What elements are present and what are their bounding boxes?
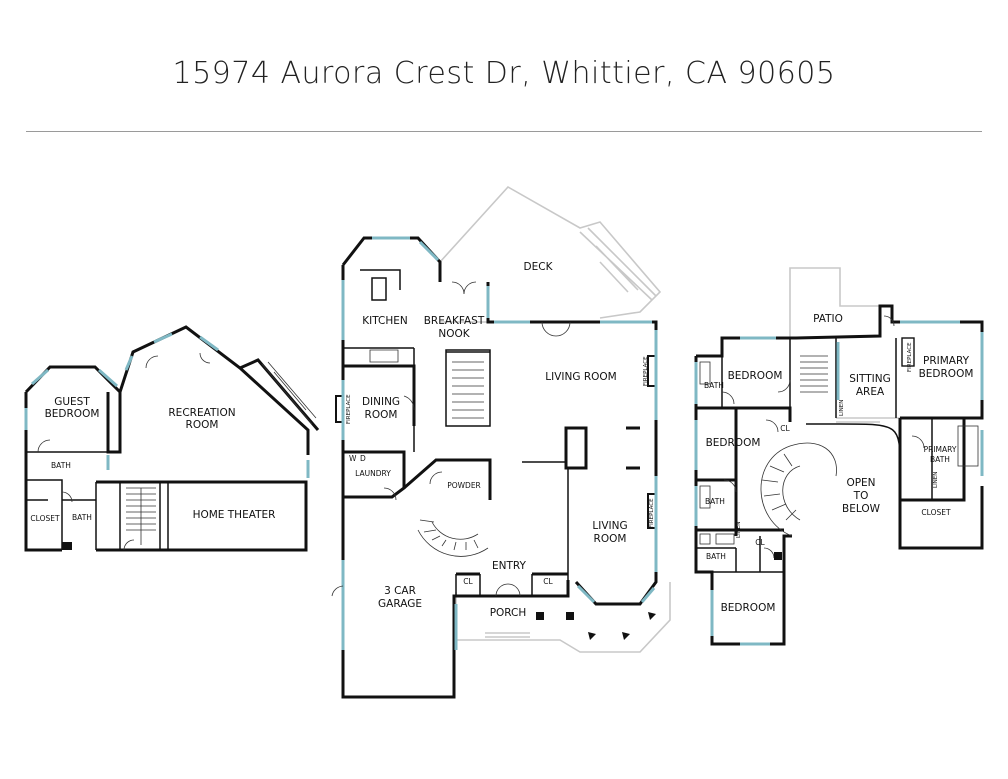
label-fireplace-dining: FIREPLACE [346,394,352,424]
label-bedroom-upper-1: BEDROOM [728,370,783,382]
label-fireplace-primary: FIREPLACE [907,342,913,372]
label-linen-sitting: LINEN [839,400,845,416]
label-fireplace-living-lower: FIREPLACE [649,498,655,528]
label-kitchen: KITCHEN [362,315,408,327]
label-deck: DECK [524,261,554,273]
label-bath-upper-3: BATH [706,552,726,561]
label-living-room-upper: LIVING ROOM [545,371,616,383]
label-washer: W [349,454,357,463]
label-bath-upper-2: BATH [705,497,725,506]
label-bath-upper-1: BATH [704,381,724,390]
label-dryer: D [360,454,366,463]
page-title: 15974 Aurora Crest Dr, Whittier, CA 9060… [172,56,836,91]
label-patio: PATIO [813,313,843,325]
label-closet-upper-1: CL [780,424,790,433]
label-porch: PORCH [490,607,527,619]
title-divider [26,131,982,132]
label-laundry: LAUNDRY [355,469,391,478]
label-linen-hall: LINEN [736,522,742,538]
label-bath-lower-1: BATH [51,461,71,470]
label-closet-lower: CLOSET [30,514,60,523]
label-bedroom-upper-3: BEDROOM [721,602,776,614]
label-fireplace-living-upper: FIREPLACE [643,356,649,386]
label-closet-upper-3: CL [755,538,765,547]
label-powder: POWDER [447,481,481,490]
label-closet-entry-left: CL [463,577,473,586]
label-entry: ENTRY [492,560,527,572]
label-closet-upper-2: CLOSET [921,508,951,517]
label-bath-lower-2: BATH [72,513,92,522]
label-bedroom-upper-2: BEDROOM [706,437,761,449]
label-closet-entry-right: CL [543,577,553,586]
label-linen-primary: LINEN [933,472,939,488]
label-home-theater: HOME THEATER [193,509,276,521]
